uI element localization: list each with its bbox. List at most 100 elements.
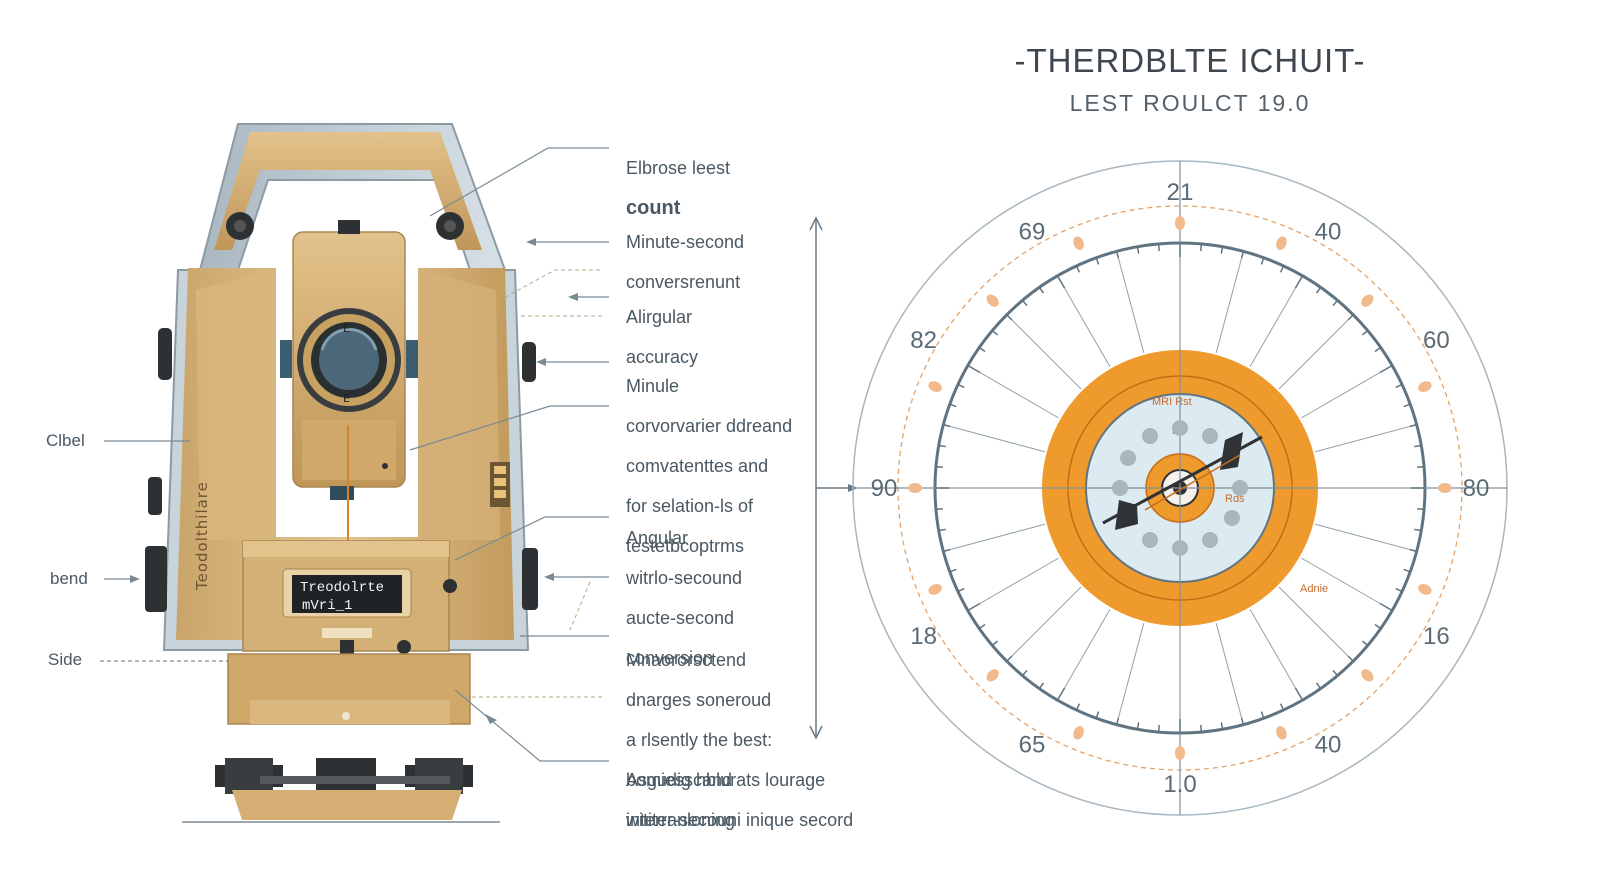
dial-outer-small-label: Adnie [1300, 583, 1328, 595]
dial-face-marker [1112, 480, 1128, 496]
dial-tick [991, 640, 999, 647]
dial-number: 1.0 [1163, 771, 1196, 798]
dial-number: 18 [910, 623, 937, 650]
annotation-line: bomiesscand [626, 770, 733, 790]
dial-marker [1276, 236, 1287, 250]
dial-number: 80 [1463, 475, 1490, 502]
side-knob-upper-left [158, 328, 172, 380]
dial-tick [957, 383, 965, 389]
page-title: -THERDBLTE ICHUIT- [1014, 42, 1366, 79]
dial-tick [1157, 725, 1161, 733]
dial-tick [1006, 314, 1013, 321]
dial-tick [1038, 286, 1045, 294]
dial-tick [1260, 257, 1265, 265]
dial-number: 90 [871, 475, 898, 502]
dial-spoke [1315, 424, 1417, 453]
dial-marker [928, 584, 942, 595]
dial-tick [1361, 329, 1369, 336]
dial-spoke [1057, 608, 1111, 701]
dial-tick [935, 507, 943, 511]
dial-tick [1414, 528, 1422, 532]
annotation-line: witrlo-secound [626, 568, 743, 588]
dial-tick [949, 568, 957, 573]
annotation-minute-second: Minute-second conversrenunt [626, 212, 744, 312]
dial-spoke [1249, 275, 1303, 368]
dial-spoke [967, 365, 1060, 419]
side-knob-upper-right [522, 342, 536, 382]
dial-tick [978, 346, 986, 353]
dial-marker [1361, 294, 1374, 307]
dial-tick [1403, 403, 1411, 408]
dial-spoke [1116, 251, 1145, 353]
screen-line-1: Treodolrte [300, 580, 384, 596]
dial-tick [1374, 346, 1382, 353]
dial-tick [991, 329, 999, 336]
dial-spoke [1278, 314, 1354, 390]
dial-tick [1115, 251, 1120, 259]
dial-marker [1276, 726, 1287, 740]
dial-tick [943, 423, 951, 428]
dial-tick [1115, 717, 1120, 725]
dial-spoke [1006, 314, 1082, 390]
annotation-angular-accuracy: Alirgular accuracy [626, 287, 698, 387]
leader-lines [409, 147, 609, 762]
dial-marker [1175, 216, 1185, 230]
screen-line-2: mVri_1 [302, 598, 352, 614]
annotation-line: Elbrose leest [626, 158, 731, 178]
dial-tick [1374, 623, 1382, 630]
knob-letter-bottom: E [343, 392, 350, 405]
dial-tick [1409, 548, 1417, 553]
dial-marker [1175, 746, 1185, 760]
dial-tick [1315, 682, 1322, 690]
annotation-minute-conversion: Minule corvorvarier ddreand comvatenttes… [626, 356, 792, 576]
knob-letter-top: E [343, 322, 350, 335]
dial-tick [1294, 275, 1304, 289]
dial-tick [1006, 655, 1013, 662]
annotation-line: interranloning [626, 810, 736, 830]
dial-tick [1038, 682, 1045, 690]
dial-spoke [943, 523, 1045, 552]
page-subtitle: LEST ROULCT 19.0 [1069, 90, 1311, 116]
dial-inner-text-right: Rds [1225, 493, 1245, 505]
side-knob-mid-left [148, 477, 162, 515]
annotation-line: Minute-second [626, 232, 745, 252]
dial-tick [1157, 243, 1161, 251]
annotation-unique-second: Asgudig hblurats lourage wititer-secouni… [626, 750, 853, 850]
dial-tick [978, 623, 986, 630]
annotation-line: aucte-second [626, 608, 735, 628]
dial-marker [1073, 236, 1084, 250]
dial-face-marker [1142, 428, 1158, 445]
dial-tick [1279, 703, 1285, 711]
dial-spoke [1315, 523, 1417, 552]
dial-tick [1240, 717, 1245, 725]
dial-face-marker [1120, 450, 1137, 466]
dial-number: 69 [1019, 219, 1046, 246]
dial-tick [1075, 703, 1081, 711]
dial-number: 60 [1423, 327, 1450, 354]
dial-spoke [1278, 586, 1354, 662]
dial-number: 82 [910, 327, 937, 354]
dial-tick [1294, 687, 1304, 701]
leader-lines-dashed [460, 269, 602, 698]
dial-markers [908, 216, 1452, 760]
annotation-line: for selation-ls of [626, 496, 754, 516]
dial-tick [949, 403, 957, 408]
left-label-side: Side [48, 650, 83, 669]
dial-tick [1021, 669, 1028, 677]
dial-tick [1347, 655, 1354, 662]
annotation-line: wititer-secouni inique secord [626, 810, 854, 830]
dial-tick [1279, 265, 1285, 273]
dial-tick [1056, 687, 1066, 701]
dial-tick [1199, 243, 1203, 251]
dial-tick [1332, 669, 1339, 677]
dial-tick [1379, 602, 1393, 612]
dial-tick [1409, 423, 1417, 428]
dial-tick [1220, 246, 1224, 254]
theodolite-instrument: E E Teodolthilare Treodolrte mVri_1 [145, 123, 538, 823]
dial-tick [1315, 286, 1322, 294]
dial-tick [943, 548, 951, 553]
annotation-line: conversion [626, 648, 714, 668]
dial-face-marker [1232, 480, 1248, 496]
dial-marker [928, 381, 942, 392]
